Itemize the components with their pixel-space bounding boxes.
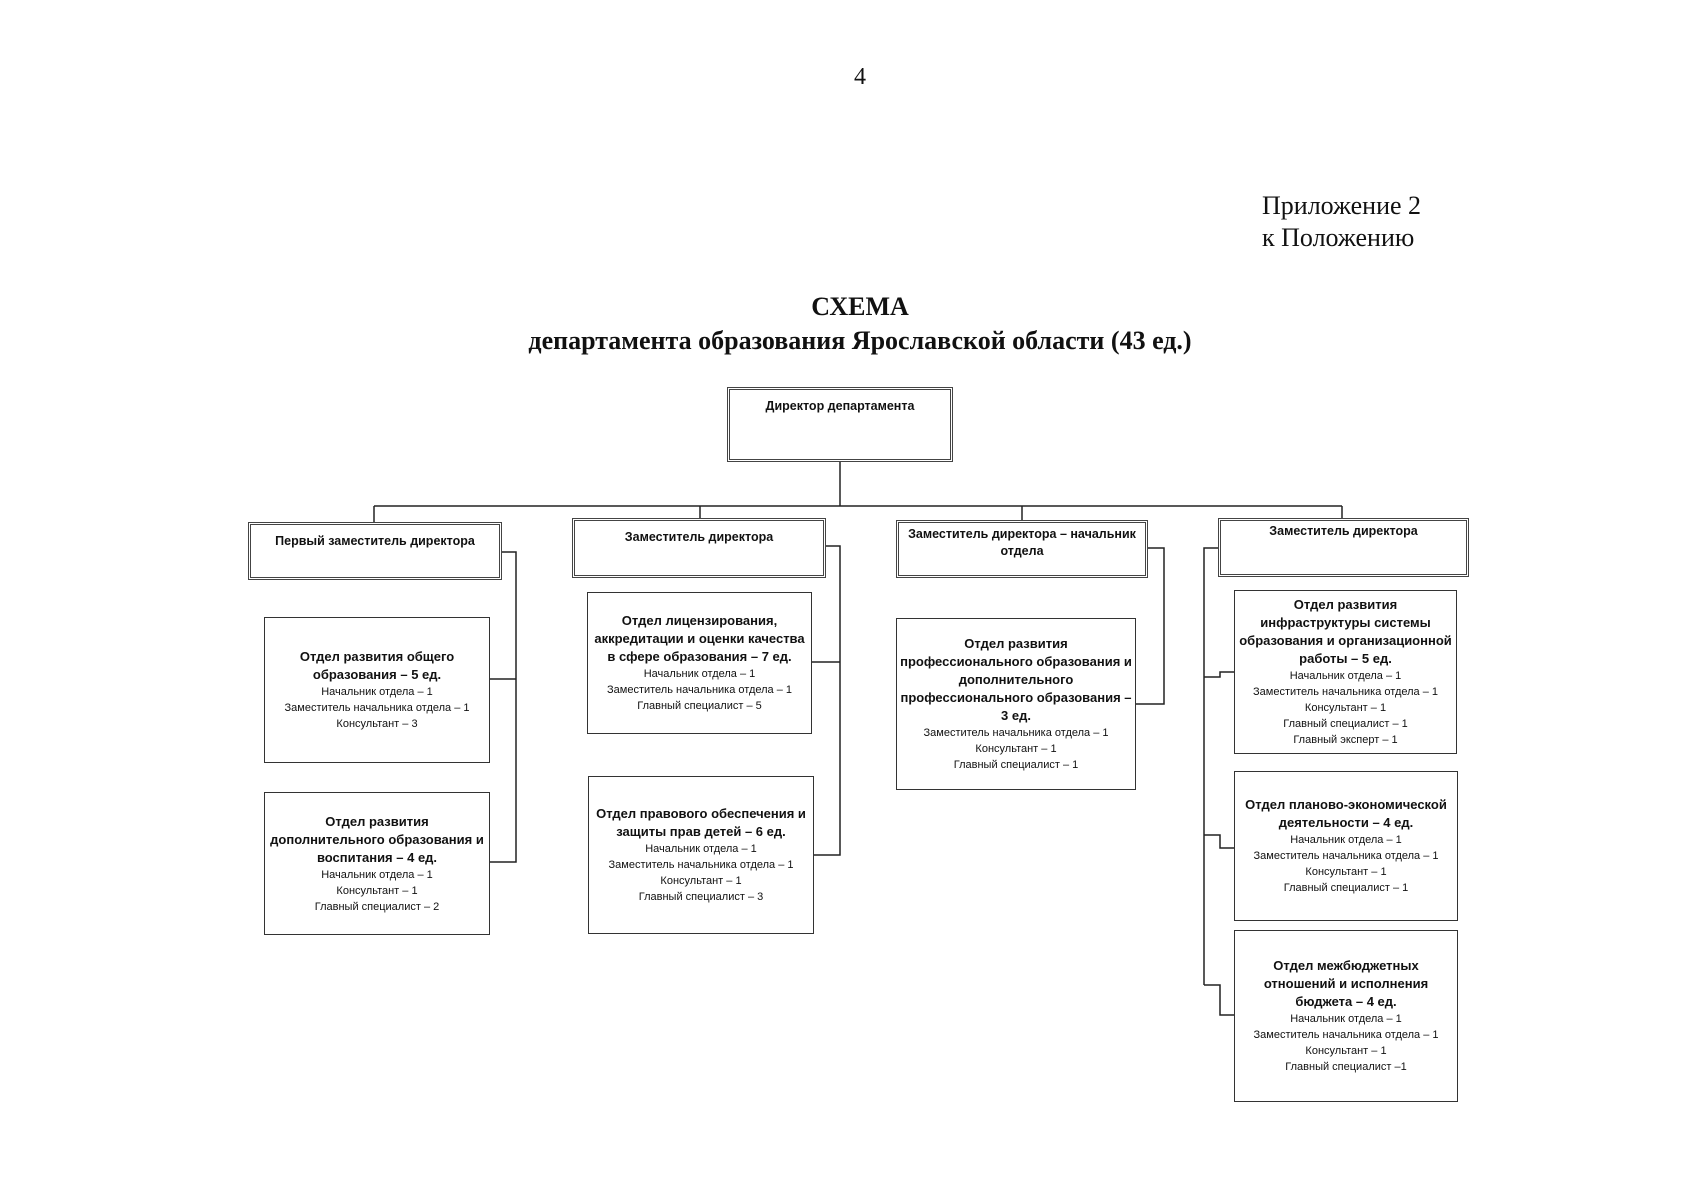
department-box-7: Отдел планово-экономической деятельности… [1234, 771, 1458, 921]
department-staff-line: Главный специалист – 3 [638, 891, 764, 903]
page-number: 4 [854, 64, 866, 90]
department-staff-line: Начальник отдела – 1 [1290, 1013, 1402, 1025]
appendix-reference: Приложение 2 к Положению [1262, 190, 1421, 254]
schema-title: СХЕМА департамента образования Ярославск… [0, 290, 1696, 358]
department-name-4: Отдел правового обеспечения и защиты пра… [596, 806, 806, 839]
department-staff-line: Заместитель начальника отдела – 1 [923, 727, 1109, 739]
department-staff-line: Начальник отдела – 1 [321, 868, 433, 881]
department-box-4: Отдел правового обеспечения и защиты пра… [588, 776, 814, 934]
department-staff-line: Начальник отдела – 1 [1289, 670, 1402, 682]
department-staff-line: Главный специалист – 1 [1283, 882, 1409, 894]
department-staff-line: Главный специалист – 1 [1283, 718, 1408, 730]
department-box-8: Отдел межбюджетных отношений и исполнени… [1234, 930, 1458, 1102]
director-box: Директор департамента [727, 387, 953, 462]
department-box-1: Отдел развития общего образования – 5 ед… [264, 617, 490, 763]
department-staff-line: Начальник отдела – 1 [643, 668, 756, 680]
department-staff-line: Заместитель начальника отдела – 1 [1253, 850, 1439, 862]
department-name-7: Отдел планово-экономической деятельности… [1245, 797, 1447, 830]
department-staff-line: Главный специалист – 2 [314, 900, 440, 913]
department-box-5: Отдел развития профессионального образов… [896, 618, 1136, 790]
deputy-title-1: Первый заместитель директора [275, 534, 475, 548]
department-box-6: Отдел развития инфраструктуры системы об… [1234, 590, 1457, 754]
department-name-3: Отдел лицензирования, аккредитации и оце… [594, 613, 805, 664]
department-staff-line: Начальник отдела – 1 [321, 686, 433, 698]
department-staff-line: Консультант – 1 [975, 743, 1057, 755]
deputy-title-3: Заместитель директора – начальник отдела [908, 527, 1136, 558]
department-staff-line: Заместитель начальника отдела – 1 [1253, 686, 1438, 698]
department-staff-line: Заместитель начальника отдела – 1 [284, 702, 470, 714]
deputy-box-4: Заместитель директора [1218, 518, 1469, 577]
deputy-box-3: Заместитель директора – начальник отдела [896, 520, 1148, 578]
department-staff-line: Консультант – 1 [660, 875, 742, 887]
department-staff-line: Главный специалист – 1 [953, 759, 1079, 771]
department-name-1: Отдел развития общего образования – 5 ед… [299, 649, 455, 682]
schema-title-line-2: департамента образования Ярославской обл… [528, 326, 1192, 355]
schema-title-line-1: СХЕМА [811, 292, 909, 321]
department-staff-line: Главный эксперт – 1 [1293, 734, 1398, 746]
appendix-line-2: к Положению [1262, 223, 1415, 252]
department-staff-line: Заместитель начальника отдела – 1 [1253, 1029, 1439, 1041]
deputy-box-2: Заместитель директора [572, 518, 826, 578]
department-staff-line: Начальник отдела – 1 [1290, 834, 1402, 846]
department-name-2: Отдел развития дополнительного образован… [270, 813, 484, 865]
department-box-2: Отдел развития дополнительного образован… [264, 792, 490, 935]
department-staff-line: Консультант – 1 [1305, 866, 1387, 878]
deputy-title-4: Заместитель директора [1269, 524, 1418, 538]
department-staff-line: Консультант – 1 [336, 884, 418, 897]
department-staff-line: Начальник отдела – 1 [645, 843, 757, 855]
department-name-8: Отдел межбюджетных отношений и исполнени… [1263, 958, 1429, 1009]
appendix-line-1: Приложение 2 [1262, 191, 1422, 220]
department-box-3: Отдел лицензирования, аккредитации и оце… [587, 592, 812, 734]
department-staff-line: Заместитель начальника отдела – 1 [607, 684, 792, 696]
department-staff-line: Консультант – 1 [1304, 702, 1387, 714]
department-staff-line: Главный специалист – 5 [637, 700, 762, 712]
deputy-title-2: Заместитель директора [624, 530, 774, 544]
deputy-box-1: Первый заместитель директора [248, 522, 502, 580]
department-staff-line: Заместитель начальника отдела – 1 [608, 859, 794, 871]
department-name-6: Отдел развития инфраструктуры системы об… [1239, 597, 1452, 666]
department-staff-line: Консультант – 1 [1305, 1045, 1387, 1057]
department-name-5: Отдел развития профессионального образов… [900, 636, 1132, 723]
director-title: Директор департамента [765, 399, 915, 413]
department-staff-line: Главный специалист –1 [1285, 1061, 1407, 1073]
department-staff-line: Консультант – 3 [336, 718, 418, 730]
